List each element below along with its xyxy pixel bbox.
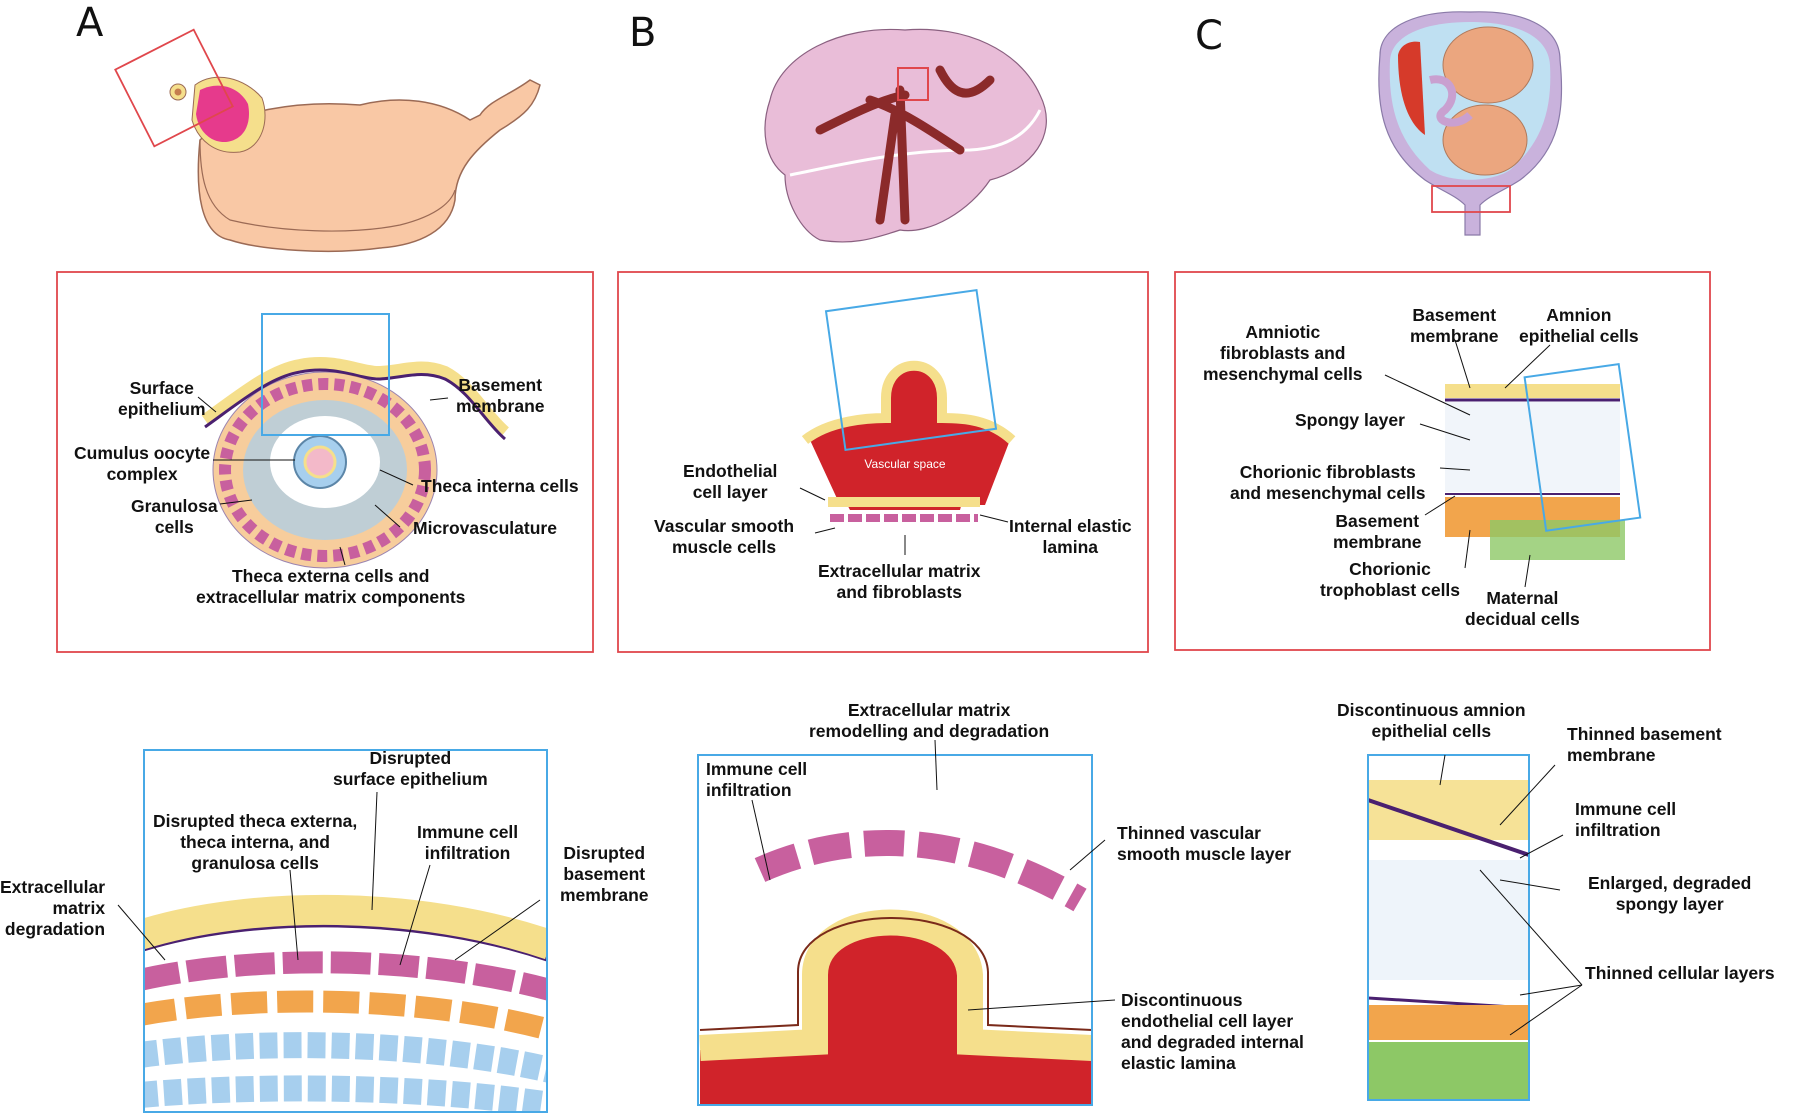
label-disrupted-basement-membrane: Disrupted basement membrane — [560, 843, 649, 905]
label-endothelial-cell-layer: Endothelial cell layer — [683, 461, 778, 502]
label-ecm-fibroblasts: Extracellular matrix and fibroblasts — [818, 561, 981, 602]
panel-a-letter: A — [76, 0, 104, 46]
label-ecm-degradation: Extracellular matrix degradation — [0, 877, 106, 939]
panel-b-letter: B — [629, 10, 657, 56]
label-discontinuous-endothelial: Discontinuous endothelial cell layer and… — [1121, 990, 1304, 1073]
vessel-diagram — [801, 360, 1016, 522]
label-chorionic-trophoblast: Chorionic trophoblast cells — [1320, 559, 1461, 600]
panel-b-inset-zoom-frame — [824, 288, 998, 452]
membrane-diagram — [1445, 384, 1625, 560]
label-thinned-vsm-layer: Thinned vascular smooth muscle layer — [1117, 823, 1292, 864]
panel-c-inset-leaders — [1384, 339, 1551, 588]
panel-a-detail-leaders — [117, 791, 541, 966]
label-disrupted-theca: Disrupted theca externa, theca interna, … — [153, 811, 358, 873]
label-granulosa-cells: Granulosa cells — [131, 496, 218, 537]
label-microvasculature: Microvasculature — [413, 518, 557, 538]
label-theca-externa: Theca externa cells and extracellular ma… — [196, 566, 466, 607]
panel-c-letter: C — [1195, 13, 1223, 59]
vascular-space-label: Vascular space — [864, 457, 945, 471]
panel-b-detail-frame — [697, 754, 1093, 1106]
label-c-immune-cell-infiltration: Immune cell infiltration — [1575, 799, 1677, 840]
label-b-immune-cell-infiltration: Immune cell infiltration — [706, 759, 808, 800]
label-basement-membrane: Basement membrane — [456, 375, 545, 416]
label-maternal-decidual: Maternal decidual cells — [1465, 588, 1580, 629]
ovary-illustration — [114, 28, 541, 253]
brain-illustration — [764, 28, 1047, 243]
panel-a-detail-art — [144, 750, 547, 1112]
panel-c-inset-zoom-frame — [1523, 362, 1642, 532]
label-thinned-cellular-layers: Thinned cellular layers — [1585, 963, 1775, 983]
label-c-basement-membrane-top: Basement membrane — [1410, 305, 1499, 346]
label-amniotic-fibroblasts: Amniotic fibroblasts and mesenchymal cel… — [1203, 322, 1363, 384]
ovary-zoom-frame — [114, 28, 234, 148]
panel-b-detail-art — [698, 755, 1092, 1105]
panel-a-inset-leaders — [197, 396, 449, 566]
label-surface-epithelium: Surface epithelium — [118, 378, 206, 419]
label-enlarged-spongy-layer: Enlarged, degraded spongy layer — [1588, 873, 1752, 914]
label-spongy-layer: Spongy layer — [1295, 410, 1405, 430]
label-disrupted-surface-epithelium: Disrupted surface epithelium — [333, 748, 488, 789]
panel-a-inset-zoom-frame — [261, 313, 390, 436]
panel-b-detail-leaders — [751, 739, 1116, 1011]
panel-c-detail-art — [1368, 755, 1529, 1100]
label-theca-interna-cells: Theca interna cells — [421, 476, 579, 496]
label-internal-elastic-lamina: Internal elastic lamina — [1009, 516, 1132, 557]
label-vascular-smooth-muscle-cells: Vascular smooth muscle cells — [654, 516, 795, 557]
panel-c-detail-frame — [1367, 754, 1530, 1101]
label-ecm-remodelling: Extracellular matrix remodelling and deg… — [809, 700, 1050, 741]
panel-c-detail-leaders — [1439, 754, 1583, 1036]
panel-c-inset-frame — [1174, 271, 1711, 651]
label-c-basement-membrane-bottom: Basement membrane — [1333, 511, 1422, 552]
label-amnion-epithelial-cells: Amnion epithelial cells — [1519, 305, 1639, 346]
panel-a-detail-frame — [143, 749, 548, 1113]
label-chorionic-fibroblasts: Chorionic fibroblasts and mesenchymal ce… — [1230, 462, 1426, 503]
label-cumulus-oocyte-complex: Cumulus oocyte complex — [74, 443, 211, 484]
uterus-illustration — [1378, 11, 1563, 236]
panel-b-inset-leaders — [799, 487, 1009, 555]
label-a-immune-cell-infiltration: Immune cell infiltration — [417, 822, 519, 863]
label-thinned-basement-membrane: Thinned basement membrane — [1567, 724, 1722, 765]
label-discontinuous-amnion: Discontinuous amnion epithelial cells — [1337, 700, 1526, 741]
